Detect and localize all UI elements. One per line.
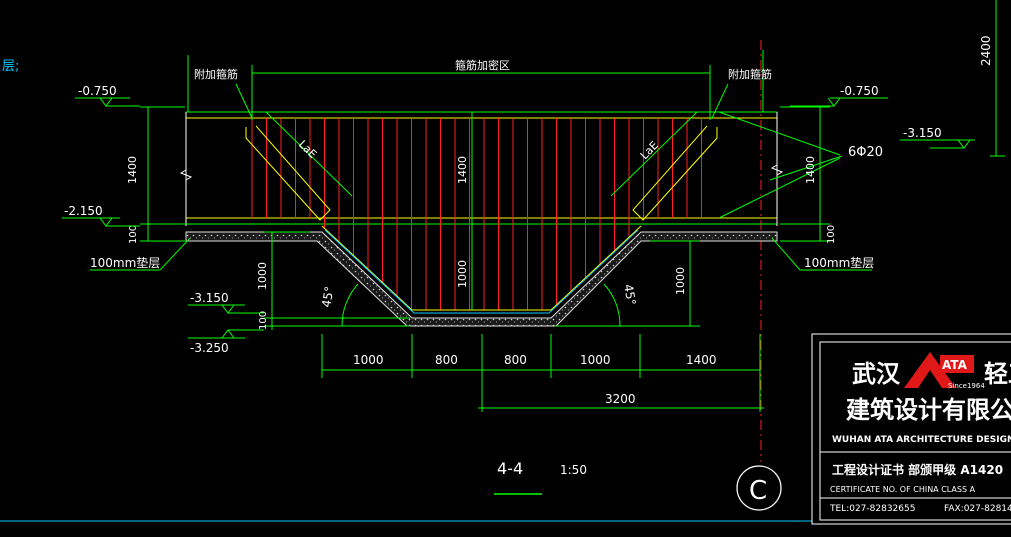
angle-left-text: 45° [319,285,336,308]
level-l5-text: -3.150 [190,291,229,305]
dim-h-5: 1400 [686,353,717,367]
level-l4-text: -2.150 [64,204,103,218]
beam-section [179,111,784,226]
lae-right-text: LaE [638,139,661,162]
cushion-left-text: 100mm垫层 [90,255,160,270]
level-l1-text: -0.750 [78,84,117,98]
angle-right: 45° [603,283,639,327]
fujia-left-text: 附加箍筋 [194,67,238,81]
dim-100-low: 100 [258,311,269,330]
dim-100-right: 100 [826,225,837,244]
dim-h-1: 1000 [353,353,384,367]
dim-1000-left: 1000 [256,262,269,290]
lae-left-text: LaE [296,138,319,161]
dim-2400: 2400 [979,0,1005,157]
axis-bubble: C [736,465,782,511]
dim-1000-mid: 1000 [456,260,469,288]
cert-en: CERTIFICATE NO. OF CHINA CLASS A [830,485,976,494]
cushion-left-label: 100mm垫层 [90,237,191,271]
cushion-layer [185,231,778,327]
dim-total-text: 3200 [605,392,636,406]
title-block: 武汉 ATA Since1964 轻工 建筑设计有限公 WUHAN ATA AR… [811,333,1011,525]
dim-h-4: 1000 [580,353,611,367]
dim-right-vertical: 1400 100 [780,106,837,244]
company-line1-a: 武汉 [852,360,901,388]
angle-left: 45° [319,283,359,327]
section-scale: 1:50 [560,463,587,477]
dim-chain: 1000 800 800 1000 1400 3200 [321,334,764,412]
dim-left-vertical: 1400 100 [126,106,185,244]
axis-label: C [749,476,767,506]
company-line2: 建筑设计有限公 [846,396,1011,424]
dim-h-2: 800 [435,353,458,367]
logo-since: Since1964 [948,382,985,390]
fax-text: FAX:027-828149 [944,504,1011,514]
level-l5: -3.150 [188,291,264,314]
dim-100-left: 100 [128,225,139,244]
bar-spec-leaders [718,111,843,219]
dim-1400-mid: 1400 [456,156,469,184]
fujia-right-text: 附加箍筋 [728,67,772,81]
cushion-right-label: 100mm垫层 [771,237,874,271]
tel-text: TEL:027-82832655 [829,504,915,514]
company-line1-b: 轻工 [984,360,1011,388]
level-l6-text: -3.250 [190,341,229,355]
company-en: WUHAN ATA ARCHITECTURE DESIGN [832,435,1011,445]
level-l2-text: -0.750 [840,84,879,98]
dim-1000-right: 1000 [674,267,687,295]
dim-lower-right: 1000 [555,240,700,327]
dim-h-3: 800 [504,353,527,367]
section-label: 4-4 [497,459,523,478]
angle-right-text: 45° [621,283,638,306]
level-l4: -2.150 [62,204,140,227]
stirrup-bars [251,118,702,310]
level-l2: -0.750 [790,84,888,107]
level-l3: -3.150 [900,126,975,149]
lae-hook-left: LaE [245,111,353,221]
pit-outline [321,225,642,311]
cushion-right-text: 100mm垫层 [804,255,874,270]
layer-fragment-text: 层; [2,59,19,74]
logo-text: ATA [942,358,968,372]
section-title: 4-4 1:50 [494,459,587,495]
dim-2400-text: 2400 [979,35,993,66]
dim-mid-vertical: 1400 1000 [456,112,473,310]
dim-1400-right: 1400 [804,156,817,184]
ata-logo: ATA Since1964 [904,352,985,390]
cert-line: 工程设计证书 部颁甲级 A1420 [832,462,1003,477]
jiami-text: 箍筋加密区 [455,58,510,72]
dim-1400-left: 1400 [126,156,139,184]
dim-jiami: 箍筋加密区 [187,50,764,120]
level-l3-text: -3.150 [903,126,942,140]
dim-lower-left: 1000 100 [256,231,410,330]
level-l6: -3.250 [188,329,264,355]
bar-spec-text: 6Φ20 [848,145,883,160]
level-l1: -0.750 [75,84,140,107]
